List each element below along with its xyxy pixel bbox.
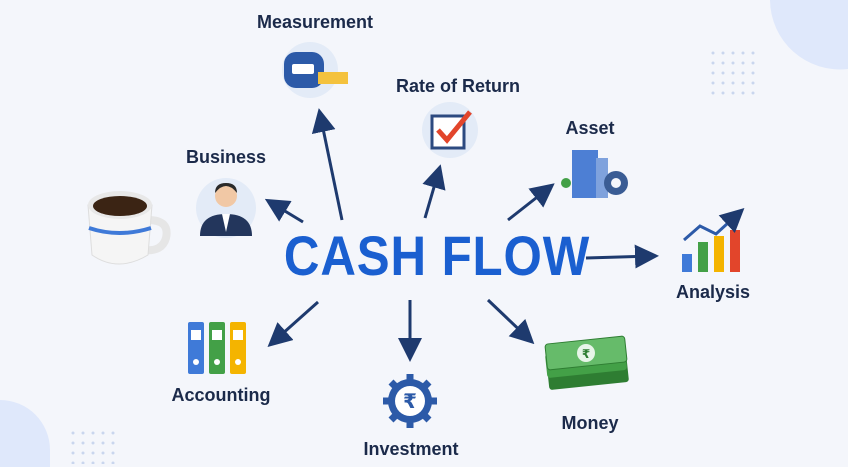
arrow-measurement bbox=[311, 108, 344, 221]
coffee-cup-icon bbox=[87, 191, 171, 265]
arrow-rate-of-return bbox=[422, 164, 446, 219]
arrow-business bbox=[264, 198, 304, 224]
banknotes-icon: ₹ bbox=[544, 335, 629, 390]
arrow-accounting bbox=[267, 300, 319, 347]
node-label-asset: Asset bbox=[565, 118, 615, 138]
binders-icon bbox=[188, 322, 246, 374]
node-label-accounting: Accounting bbox=[171, 385, 271, 405]
corner-decoration bbox=[770, 0, 848, 70]
banknote-rupee-symbol: ₹ bbox=[582, 347, 590, 361]
dot-grid bbox=[70, 428, 120, 464]
rupee-gear-icon: ₹ bbox=[383, 374, 437, 428]
node-label-analysis: Analysis bbox=[675, 282, 751, 302]
node-label-investment: Investment bbox=[363, 439, 459, 459]
node-label-rate-of-return: Rate of Return bbox=[395, 76, 521, 96]
corner-decoration bbox=[0, 400, 50, 467]
arrow-analysis bbox=[585, 244, 659, 269]
dot-grid bbox=[710, 45, 760, 95]
building-gear-icon bbox=[561, 150, 628, 198]
arrow-money bbox=[486, 298, 535, 345]
arrows bbox=[264, 108, 659, 362]
rupee-symbol: ₹ bbox=[403, 389, 417, 413]
node-label-money: Money bbox=[561, 413, 619, 433]
center-title: CASH FLOW bbox=[283, 224, 591, 287]
arrow-asset bbox=[507, 183, 555, 222]
bar-chart-icon bbox=[682, 207, 745, 272]
tape-measure-icon bbox=[282, 42, 348, 98]
node-label-business: Business bbox=[185, 147, 267, 167]
checkbox-icon bbox=[422, 102, 478, 158]
businessman-icon bbox=[196, 178, 256, 238]
node-label-measurement: Measurement bbox=[256, 12, 374, 32]
